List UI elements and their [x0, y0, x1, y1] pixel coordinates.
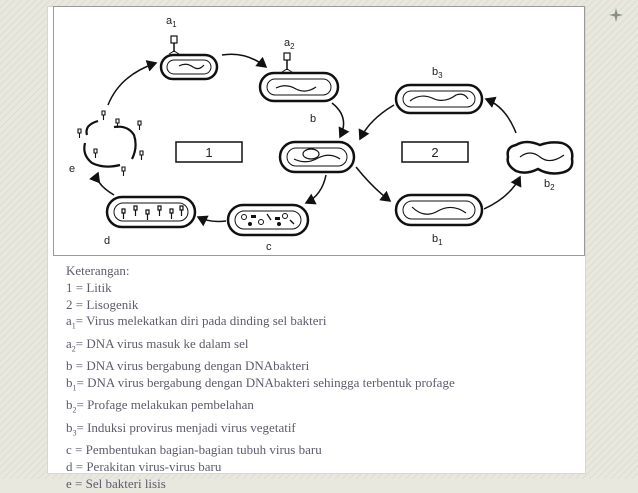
label-e: e: [69, 163, 75, 175]
cell-b2: [506, 140, 574, 175]
bacteriophage-cycle-figure: a1 a2 b: [53, 6, 585, 256]
arrow-b-c: [304, 174, 327, 205]
legend-key: 1: [66, 279, 73, 295]
legend-item: c = Pembentukan bagian-bagian tubuh viru…: [66, 442, 571, 459]
legend-item: 1 = Litik: [66, 280, 571, 297]
arrow-d-e: [89, 171, 115, 196]
cell-b1: [394, 193, 484, 227]
four-point-star-icon: [609, 8, 623, 22]
cycle-diagram: a1 a2 b: [69, 15, 574, 253]
arrow-b1-b2: [483, 175, 522, 210]
legend-text: = Litik: [72, 279, 112, 295]
legend-item: a1= Virus melekatkan diri pada dinding s…: [66, 313, 571, 335]
legend-text: = Pembentukan bagian-bagian tubuh virus …: [71, 442, 322, 458]
label-a2: a2: [284, 37, 295, 51]
legend-text: = Perakitan virus-virus baru: [72, 458, 222, 474]
arrow-a2-b: [331, 102, 350, 139]
cell-e-lysed: [77, 110, 144, 176]
phage-icon: [281, 52, 293, 73]
legend-key-subscript: 3: [72, 428, 77, 438]
legend-item: b2= Profage melakukan pembelahan: [66, 397, 571, 419]
cell-c: [226, 203, 310, 237]
arrow-e-a1: [107, 60, 158, 106]
label-b1: b1: [432, 233, 443, 247]
box-lysogenic: [401, 141, 469, 163]
legend-text: = Lisogenik: [72, 296, 139, 312]
cell-d: [105, 195, 197, 229]
phage-icon: [168, 35, 180, 55]
legend-item: b = DNA virus bergabung dengan DNAbakter…: [66, 358, 571, 375]
label-b2: b2: [544, 178, 555, 192]
legend-key-subscript: 2: [72, 405, 77, 415]
legend-key-subscript: 1: [72, 383, 77, 393]
legend-key: a: [66, 313, 72, 329]
legend-key: b: [66, 358, 73, 374]
legend-text: = DNA virus masuk ke dalam sel: [75, 335, 249, 351]
legend-item: b3= Induksi provirus menjadi virus veget…: [66, 420, 571, 442]
cell-a2: [258, 52, 340, 103]
arrow-a1-a2: [221, 53, 268, 68]
box-lysogenic-number: 2: [431, 145, 438, 160]
label-c: c: [266, 241, 272, 253]
legend-text: = Induksi provirus menjadi virus vegetat…: [76, 419, 296, 435]
legend-key: b: [66, 374, 73, 390]
legend-text: = Virus melekatkan diri pada dinding sel…: [75, 313, 327, 329]
legend-item: b1= DNA virus bergabung dengan DNAbakter…: [66, 375, 571, 397]
legend-item: 2 = Lisogenik: [66, 297, 571, 314]
legend-text: = Sel bakteri lisis: [71, 475, 166, 491]
legend-item: d = Perakitan virus-virus baru: [66, 459, 571, 476]
label-a1: a1: [166, 15, 177, 29]
legend-key: 2: [66, 296, 73, 312]
legend-key-subscript: 2: [71, 344, 76, 354]
legend-title: Keterangan:: [66, 263, 130, 278]
cell-b: [278, 140, 356, 174]
legend-text: = DNA virus bergabung dengan DNAbakteri …: [76, 374, 455, 390]
legend-key: d: [66, 458, 73, 474]
cell-b3: [394, 83, 484, 115]
box-lytic: [175, 141, 243, 163]
legend-item: e = Sel bakteri lisis: [66, 476, 571, 493]
cell-a1: [159, 35, 219, 81]
label-b: b: [310, 113, 316, 125]
label-d: d: [104, 235, 110, 247]
legend-text: = DNA virus bergabung dengan DNAbakteri: [72, 358, 310, 374]
legend-key: c: [66, 442, 72, 458]
box-lytic-number: 1: [205, 145, 212, 160]
legend-key-subscript: 1: [71, 321, 76, 331]
label-b3: b3: [432, 66, 443, 80]
arrow-b-b1: [355, 166, 392, 202]
arrow-b2-b3: [484, 96, 517, 134]
legend-key: b: [66, 397, 73, 413]
arrow-c-d: [196, 215, 227, 227]
legend-key: a: [66, 335, 72, 351]
legend-item: a2= DNA virus masuk ke dalam sel: [66, 336, 571, 358]
legend-text: = Profage melakukan pembelahan: [76, 397, 254, 413]
legend-key: b: [66, 419, 73, 435]
arrow-b3-b: [358, 104, 395, 141]
